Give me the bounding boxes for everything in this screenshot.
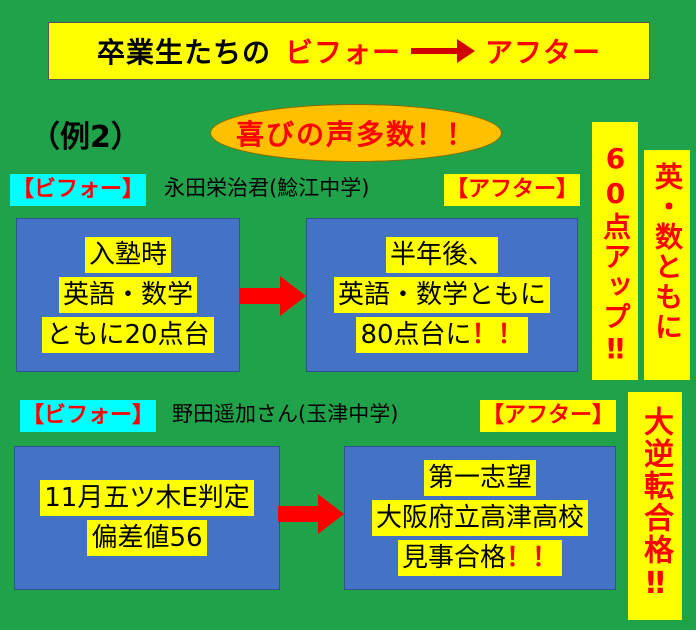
side-text-both: 英・数ともに [651,162,684,342]
before-line: 11月五ツ木E判定 [40,480,254,516]
title-after: アフター [485,36,602,69]
student-name-1: 永田栄治君(鯰江中学) [164,176,370,200]
after-box-1: 半年後、 英語・数学ともに 80点台に！！ [306,218,578,372]
before-line: 偏差値56 [87,520,207,556]
before-tag-2: 【ビフォー】 [20,400,157,432]
title-part1: 卒業生たちの [96,36,271,69]
side-banner-60-up: 60点アップ‼ [592,122,638,380]
title-banner: 卒業生たちの ビフォー アフター [48,22,650,80]
before-tag-1: 【ビフォー】 [10,174,147,206]
example-label: （例2） [30,120,141,155]
side-banner-both: 英・数ともに [644,150,690,380]
before-box-2: 11月五ツ木E判定 偏差値56 [14,446,280,590]
after-tag-2: 【アフター】 [480,400,617,432]
right-arrow-icon [240,276,306,316]
after-line: 英語・数学ともに [333,277,550,313]
joy-callout: 喜びの声多数！！ [210,104,502,162]
after-line: 第一志望 [423,460,536,496]
after-line-main: 見事合格 [401,543,506,573]
student-name-2: 野田遥加さん(玉津中学) [172,402,399,426]
before-line: 英語・数学 [58,277,197,313]
right-arrow-icon [411,38,475,64]
before-box-1: 入塾時 英語・数学 ともに20点台 [16,218,240,372]
after-line-emph: ！！ [506,543,559,573]
after-tag-1: 【アフター】 [444,174,581,206]
after-line: 半年後、 [385,237,498,273]
title-before: ビフォー [284,36,401,69]
after-line-emph: ！！ [471,320,524,350]
after-line: 大阪府立高津高校 [371,500,588,536]
after-line-emphasis: 80点台に！！ [356,317,528,353]
before-line: ともに20点台 [42,317,214,353]
after-line-emphasis: 見事合格！！ [397,540,563,576]
side-text-60-up: 60点アップ‼ [599,142,632,367]
before-line: 入塾時 [84,237,171,273]
side-text-reversal: 大逆転合格‼ [638,406,673,603]
after-line-main: 80点台に [360,320,472,350]
right-arrow-icon [278,494,344,534]
joy-text: 喜びの声多数！！ [235,118,476,151]
after-box-2: 第一志望 大阪府立高津高校 見事合格！！ [344,446,616,590]
side-banner-reversal: 大逆転合格‼ [628,392,682,620]
